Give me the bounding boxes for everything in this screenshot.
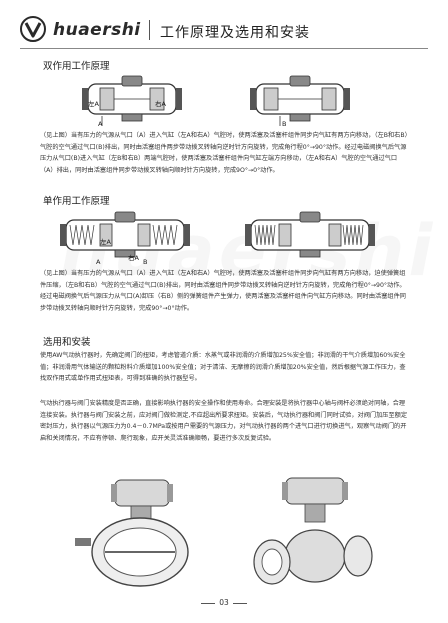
page-header: huaershi 工作原理及选用和安装 <box>20 12 428 49</box>
double-acting-diagram-left <box>82 75 182 126</box>
single-label-right-a: 右A <box>128 254 139 262</box>
single-port-a-label: A <box>96 258 101 266</box>
double-acting-heading: 双作用工作原理 <box>43 61 110 72</box>
logo-icon <box>20 16 46 42</box>
selection-text-1: 使用AW气动执行器时，先确定阀门的扭矩，考虑管道介质：水蒸气或非润滑的介质增加2… <box>40 352 406 382</box>
single-acting-heading: 单作用工作原理 <box>43 196 110 207</box>
double-acting-text: （见上图）当有压力的气源从气口（A）进入气缸（左A和右A）气腔时，使两活塞及活塞… <box>40 132 408 174</box>
label-right-a: 右A <box>155 100 166 108</box>
brand-name: huaershi <box>53 20 141 40</box>
selection-text-2: 气动执行器与阀门安装精度是否正确，直接影响执行器的安全操作和使用寿命。合理安装是… <box>40 400 408 442</box>
header-divider <box>149 20 150 40</box>
single-port-b-label: B <box>143 258 148 266</box>
double-acting-diagram-right <box>250 75 350 126</box>
header-rule <box>20 48 428 49</box>
page-number: 03 <box>0 598 448 607</box>
port-b-label: B <box>282 120 287 128</box>
label-left-a: 左A <box>88 100 99 108</box>
single-acting-diagram-left <box>60 211 190 258</box>
single-label-left-a: 左A <box>100 238 111 246</box>
single-acting-text: （见上图）当有压力的气源从气口（A）进入气缸（左A和右A）气腔时，使两活塞及活塞… <box>40 270 406 312</box>
single-acting-diagram-right <box>245 211 375 258</box>
footer-dash-right <box>232 602 247 604</box>
page-title: 工作原理及选用和安装 <box>160 25 310 41</box>
page-number-text: 03 <box>219 598 229 607</box>
butterfly-valve-illustration <box>75 479 189 587</box>
footer-dash-left <box>201 602 216 604</box>
port-a-label: A <box>98 120 103 128</box>
selection-heading: 选用和安装 <box>43 337 91 348</box>
ball-valve-illustration <box>253 477 373 585</box>
